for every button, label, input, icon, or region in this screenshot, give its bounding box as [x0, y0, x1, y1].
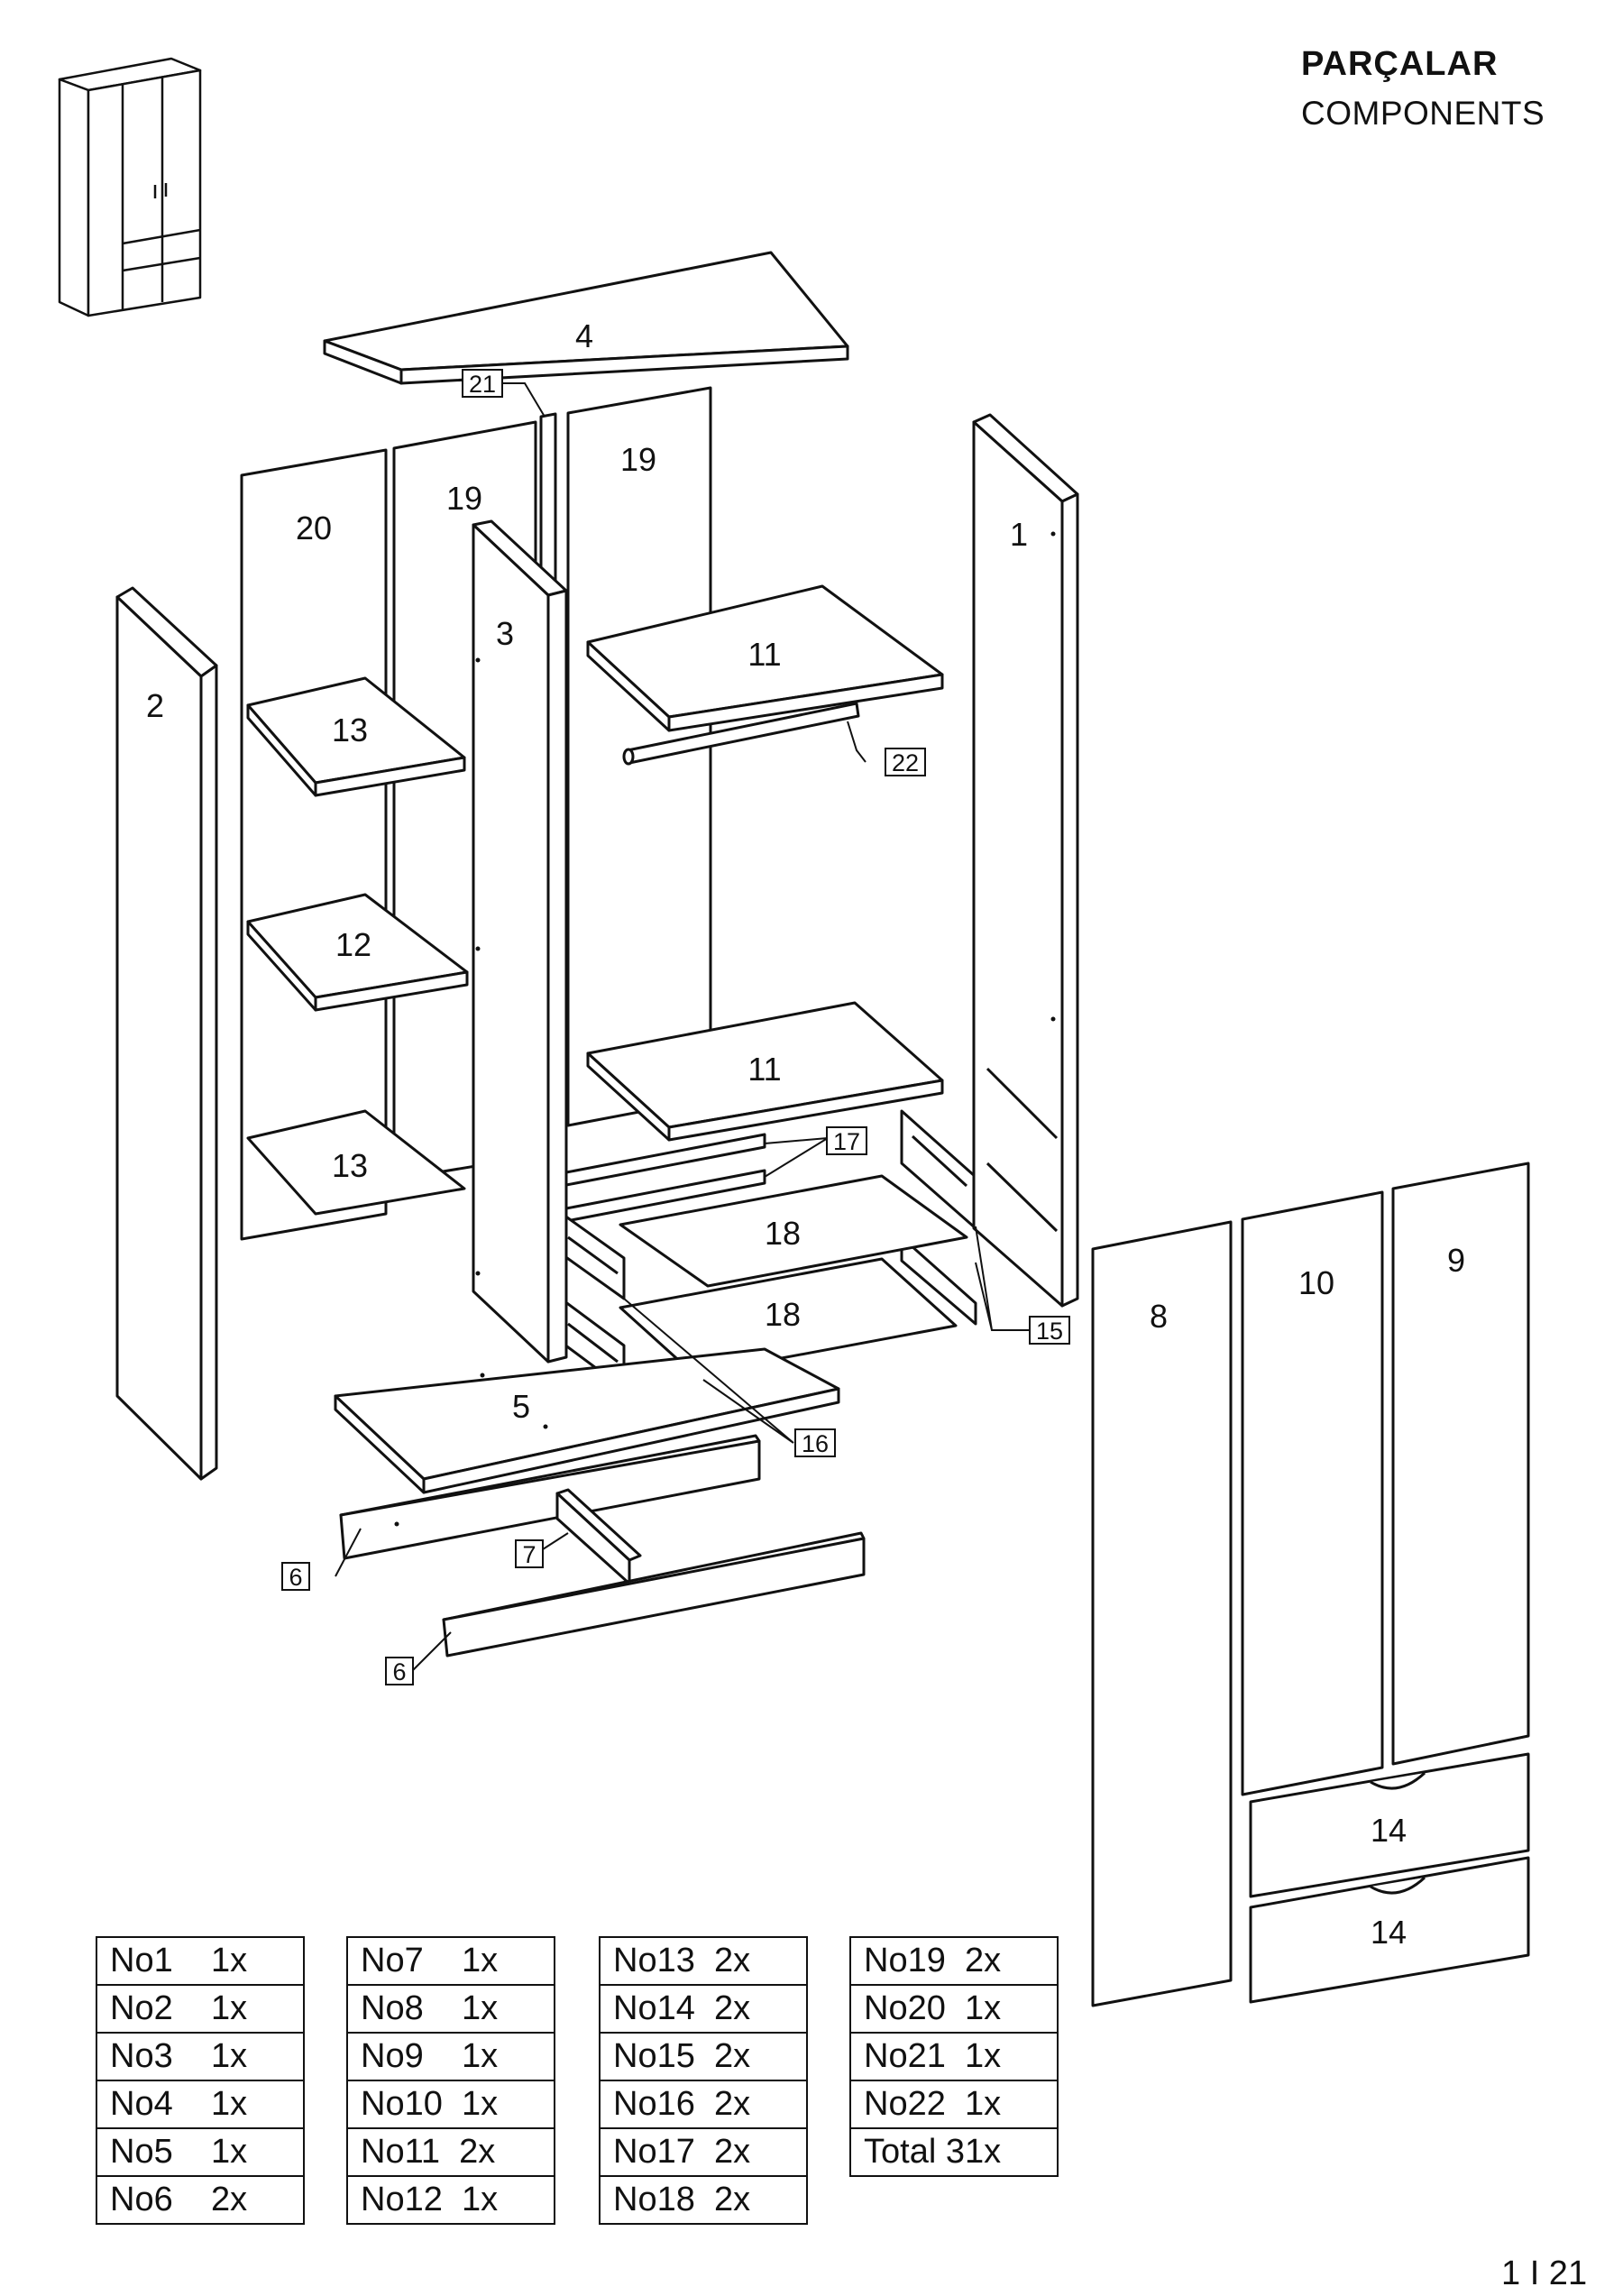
page-number: 1 I 21 — [1501, 2255, 1588, 2292]
page-title: PARÇALAR — [1301, 45, 1499, 83]
svg-text:21: 21 — [469, 371, 496, 398]
parts-table-col-4: No19 2x No20 1x No21 1x No22 1x Total 31… — [849, 1936, 1059, 2177]
svg-text:16: 16 — [802, 1430, 829, 1457]
wardrobe-thumbnail — [58, 57, 202, 317]
part-8-door — [1091, 1220, 1233, 2007]
parts-row: No10 1x — [346, 2080, 555, 2129]
callout-15: 15 — [1029, 1316, 1070, 1345]
parts-row: No9 1x — [346, 2032, 555, 2081]
svg-text:7: 7 — [522, 1541, 536, 1568]
label-part-20: 20 — [296, 510, 332, 546]
callout-22: 22 — [885, 748, 926, 776]
label-part-11-top: 11 — [747, 636, 781, 673]
part-18-drawer-bottom-top — [619, 1174, 968, 1288]
svg-text:15: 15 — [1036, 1318, 1063, 1345]
parts-row: No14 2x — [599, 1984, 808, 2034]
parts-total-row: Total 31x — [849, 2127, 1059, 2177]
svg-text:22: 22 — [892, 749, 919, 776]
parts-row: No12 1x — [346, 2175, 555, 2225]
parts-row: No15 2x — [599, 2032, 808, 2081]
parts-row: No5 1x — [96, 2127, 305, 2177]
parts-row: No17 2x — [599, 2127, 808, 2177]
parts-table-col-1: No1 1x No2 1x No3 1x No4 1x No5 1x No6 2… — [96, 1936, 305, 2225]
label-part-13-bottom: 13 — [332, 1147, 368, 1184]
callout-7: 7 — [515, 1539, 544, 1568]
callout-21: 21 — [462, 369, 503, 398]
callout-16: 16 — [794, 1428, 836, 1457]
label-part-19-left: 19 — [446, 480, 482, 517]
label-part-11-bottom: 11 — [747, 1051, 781, 1088]
part-13-shelf-bottom — [246, 1109, 466, 1216]
part-6-plinth-front — [442, 1537, 866, 1658]
part-6-plinth-back — [339, 1439, 761, 1560]
part-14-drawer-front-bottom — [1249, 1856, 1530, 2004]
label-part-9: 9 — [1447, 1242, 1465, 1279]
part-20-back-panel — [240, 448, 388, 1241]
parts-row: No21 1x — [849, 2032, 1059, 2081]
label-part-10: 10 — [1298, 1264, 1334, 1301]
parts-row: No20 1x — [849, 1984, 1059, 2034]
callout-6-back: 6 — [281, 1562, 310, 1591]
part-10-door — [1241, 1190, 1384, 1796]
parts-row: No4 1x — [96, 2080, 305, 2129]
label-part-8: 8 — [1150, 1298, 1168, 1335]
label-part-1: 1 — [1010, 516, 1028, 553]
svg-text:6: 6 — [392, 1658, 406, 1685]
label-part-12: 12 — [335, 926, 371, 963]
parts-row: No19 2x — [849, 1936, 1059, 1986]
part-18-drawer-bottom-lower — [619, 1257, 958, 1376]
callout-17: 17 — [826, 1126, 867, 1155]
page-subtitle: COMPONENTS — [1301, 95, 1545, 132]
parts-row: No11 2x — [346, 2127, 555, 2177]
parts-table-col-2: No7 1x No8 1x No9 1x No10 1x No11 2x No1… — [346, 1936, 555, 2225]
parts-row: No8 1x — [346, 1984, 555, 2034]
label-part-2: 2 — [146, 687, 164, 724]
parts-row: No13 2x — [599, 1936, 808, 1986]
part-1-side-panel — [972, 420, 1064, 1308]
parts-row: No3 1x — [96, 2032, 305, 2081]
part-14-drawer-front-top — [1249, 1752, 1530, 1898]
label-part-18-top: 18 — [765, 1215, 801, 1252]
label-part-14-top: 14 — [1371, 1812, 1407, 1849]
label-part-18-bottom: 18 — [765, 1296, 801, 1333]
label-part-14-bottom: 14 — [1371, 1914, 1407, 1951]
svg-text:17: 17 — [833, 1128, 860, 1155]
callout-6-front: 6 — [385, 1657, 414, 1685]
svg-text:6: 6 — [289, 1564, 302, 1591]
part-2-side-panel — [115, 595, 203, 1481]
parts-row: No1 1x — [96, 1936, 305, 1986]
parts-row: No18 2x — [599, 2175, 808, 2225]
parts-row: No22 1x — [849, 2080, 1059, 2129]
label-part-4: 4 — [575, 317, 593, 354]
parts-table-col-3: No13 2x No14 2x No15 2x No16 2x No17 2x … — [599, 1936, 808, 2225]
label-part-13-top: 13 — [332, 712, 368, 748]
label-part-5: 5 — [512, 1388, 530, 1425]
label-part-3: 3 — [496, 615, 514, 652]
parts-row: No16 2x — [599, 2080, 808, 2129]
part-15-runner-bottom — [900, 1235, 977, 1326]
parts-row: No7 1x — [346, 1936, 555, 1986]
label-part-19-right: 19 — [620, 441, 656, 478]
parts-row: No2 1x — [96, 1984, 305, 2034]
part-9-door — [1391, 1162, 1530, 1766]
parts-row: No6 2x — [96, 2175, 305, 2225]
